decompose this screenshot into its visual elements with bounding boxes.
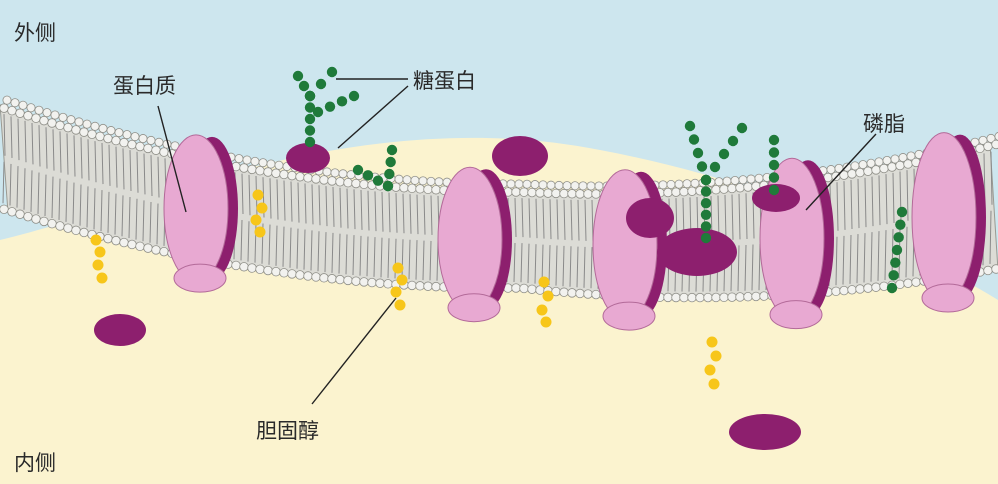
- label-protein: 蛋白质: [113, 76, 176, 97]
- label-cholesterol: 胆固醇: [256, 421, 319, 442]
- label-inside: 内侧: [14, 453, 56, 474]
- peripheral-protein-4: [657, 228, 737, 276]
- label-glycoprotein: 糖蛋白: [413, 71, 476, 92]
- peripheral-protein-3: [626, 198, 674, 238]
- peripheral-protein-2: [492, 136, 548, 176]
- peripheral-protein-1: [286, 143, 330, 173]
- peripheral-protein-7: [729, 414, 801, 450]
- peripheral-protein-6: [94, 314, 146, 346]
- label-phospholipid: 磷脂: [863, 114, 905, 135]
- label-outside: 外侧: [14, 23, 56, 44]
